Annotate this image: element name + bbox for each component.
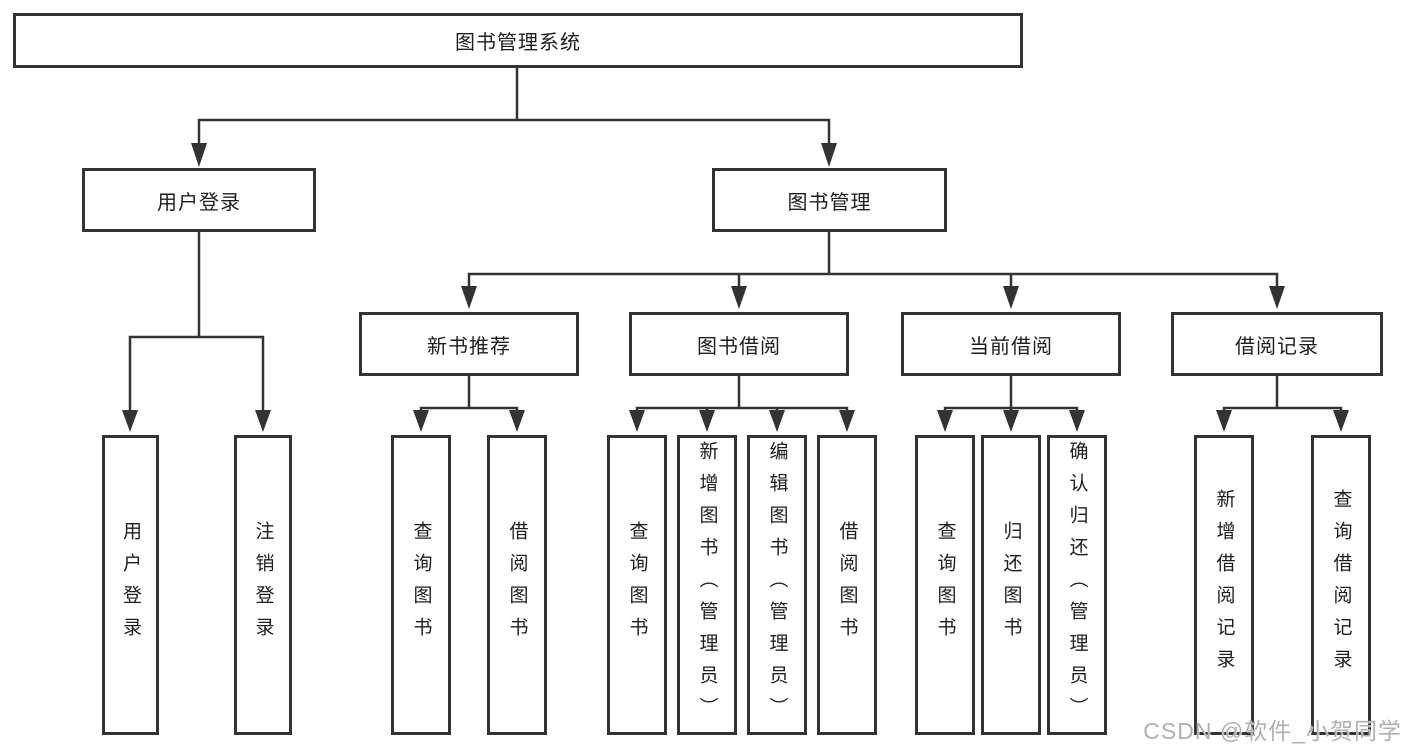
leaf-label: 查询图书 (626, 521, 648, 649)
leaf-label: 查询借阅记录 (1330, 489, 1352, 681)
arrow-leaf (1069, 410, 1085, 432)
arrow-leaf (122, 410, 138, 432)
node-current-borrow: 当前借阅 (901, 312, 1121, 376)
arrowheads (122, 143, 1349, 432)
leaf-query-books-current: 查询图书 (915, 435, 975, 735)
leaf-label: 新增图书（管理员） (696, 441, 718, 729)
leaf-query-books-borrow: 查询图书 (607, 435, 667, 735)
node-label: 新书推荐 (427, 335, 511, 358)
arrow-leaf (699, 410, 715, 432)
leaf-label: 编辑图书（管理员） (766, 441, 788, 729)
leaf-query-borrow-record: 查询借阅记录 (1311, 435, 1371, 735)
arrow-leaf (1333, 410, 1349, 432)
leaf-query-books-recommend: 查询图书 (391, 435, 451, 735)
leaf-label: 新增借阅记录 (1213, 489, 1235, 681)
connector-current (943, 376, 1079, 411)
connector-recommend (419, 376, 519, 411)
node-library-management-system: 图书管理系统 (13, 13, 1023, 68)
connector-user-login (128, 232, 265, 411)
node-new-book-recommend: 新书推荐 (359, 312, 579, 376)
leaf-label: 借阅图书 (836, 521, 858, 649)
leaf-return-books: 归还图书 (981, 435, 1041, 735)
leaf-add-books-admin: 新增图书（管理员） (677, 435, 737, 735)
arrow-leaf (769, 410, 785, 432)
arrow-to-borrow (731, 286, 747, 309)
node-label: 用户登录 (157, 191, 241, 214)
arrow-to-recommend (461, 286, 477, 309)
node-user-login: 用户登录 (82, 168, 316, 232)
leaf-add-borrow-record: 新增借阅记录 (1194, 435, 1254, 735)
leaf-label: 借阅图书 (506, 521, 528, 649)
leaf-label: 查询图书 (410, 521, 432, 649)
leaf-user-login: 用户登录 (102, 435, 159, 735)
arrow-to-user-login (191, 143, 207, 167)
leaf-label: 注销登录 (252, 521, 274, 649)
arrow-leaf (509, 410, 525, 432)
arrow-leaf (839, 410, 855, 432)
node-book-borrow: 图书借阅 (629, 312, 849, 376)
arrow-to-records (1269, 286, 1285, 309)
connector-book-management (467, 232, 1279, 287)
leaf-label: 确认归还（管理员） (1066, 441, 1088, 729)
leaf-borrow-books-recommend: 借阅图书 (487, 435, 547, 735)
leaf-label: 用户登录 (120, 521, 141, 649)
connector-root (197, 68, 831, 144)
connector-records (1222, 376, 1343, 411)
arrow-to-book-management (821, 143, 837, 167)
leaf-label: 查询图书 (934, 521, 956, 649)
arrow-leaf (255, 410, 271, 432)
leaf-borrow-books: 借阅图书 (817, 435, 877, 735)
arrow-leaf (937, 410, 953, 432)
leaf-label: 归还图书 (1000, 521, 1022, 649)
arrow-leaf (1003, 410, 1019, 432)
node-book-management: 图书管理 (712, 168, 947, 232)
arrow-leaf (1216, 410, 1232, 432)
node-label: 当前借阅 (969, 335, 1053, 358)
arrow-to-current (1003, 286, 1019, 309)
connector-borrow (635, 376, 849, 411)
node-label: 借阅记录 (1235, 335, 1319, 358)
arrow-leaf (413, 410, 429, 432)
node-label: 图书借阅 (697, 335, 781, 358)
node-label: 图书管理系统 (455, 32, 581, 54)
leaf-edit-books-admin: 编辑图书（管理员） (747, 435, 807, 735)
node-borrow-records: 借阅记录 (1171, 312, 1383, 376)
leaf-confirm-return-admin: 确认归还（管理员） (1047, 435, 1107, 735)
arrow-leaf (629, 410, 645, 432)
node-label: 图书管理 (787, 191, 872, 214)
csdn-watermark: CSDN @软件_小贺同学 (1143, 718, 1402, 744)
leaf-logout: 注销登录 (234, 435, 292, 735)
